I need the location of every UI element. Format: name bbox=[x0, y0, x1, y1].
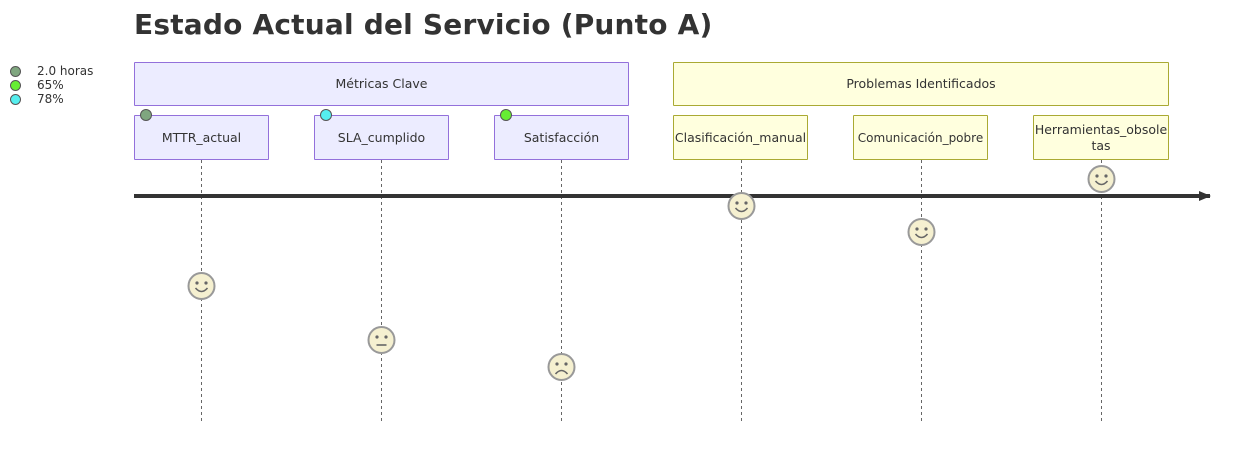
legend-item: 65% bbox=[10, 78, 93, 92]
sad-face-icon bbox=[547, 353, 576, 381]
legend: 2.0 horas 65% 78% bbox=[10, 64, 93, 106]
section-metricas-clave: Métricas Clave bbox=[134, 62, 629, 106]
task-label: Satisfacción bbox=[523, 129, 600, 145]
neutral-face-icon bbox=[367, 326, 396, 354]
task-mttr-actual: MTTR_actual bbox=[134, 115, 269, 160]
section-label: Métricas Clave bbox=[335, 76, 428, 91]
legend-label: 2.0 horas bbox=[37, 64, 94, 78]
legend-item: 78% bbox=[10, 92, 93, 106]
actor-marker bbox=[500, 109, 512, 121]
happy-face-icon bbox=[727, 192, 756, 220]
happy-face-icon bbox=[907, 218, 936, 246]
task-herramientas-obsoletas: Herramientas_obsoletas bbox=[1033, 115, 1169, 160]
task-comunicacion-pobre: Comunicación_pobre bbox=[853, 115, 988, 160]
task-label: MTTR_actual bbox=[161, 129, 242, 145]
happy-face-icon bbox=[1087, 165, 1116, 193]
task-label: SLA_cumplido bbox=[337, 129, 426, 145]
legend-label: 65% bbox=[37, 78, 64, 92]
actor-marker bbox=[320, 109, 332, 121]
actor-marker bbox=[140, 109, 152, 121]
task-sla-cumplido: SLA_cumplido bbox=[314, 115, 449, 160]
task-satisfaccion: Satisfacción bbox=[494, 115, 629, 160]
legend-marker bbox=[10, 79, 21, 91]
task-label: Herramientas_obsoletas bbox=[1034, 121, 1168, 153]
task-label: Clasificación_manual bbox=[674, 129, 807, 145]
section-problemas-identificados: Problemas Identificados bbox=[673, 62, 1169, 106]
legend-marker bbox=[10, 93, 21, 105]
task-clasificacion-manual: Clasificación_manual bbox=[673, 115, 808, 160]
happy-face-icon bbox=[187, 272, 216, 300]
section-label: Problemas Identificados bbox=[846, 76, 996, 91]
legend-item: 2.0 horas bbox=[10, 64, 93, 78]
task-label: Comunicación_pobre bbox=[857, 130, 984, 145]
diagram-title: Estado Actual del Servicio (Punto A) bbox=[134, 8, 713, 41]
legend-marker bbox=[10, 65, 21, 77]
legend-label: 78% bbox=[37, 92, 64, 106]
